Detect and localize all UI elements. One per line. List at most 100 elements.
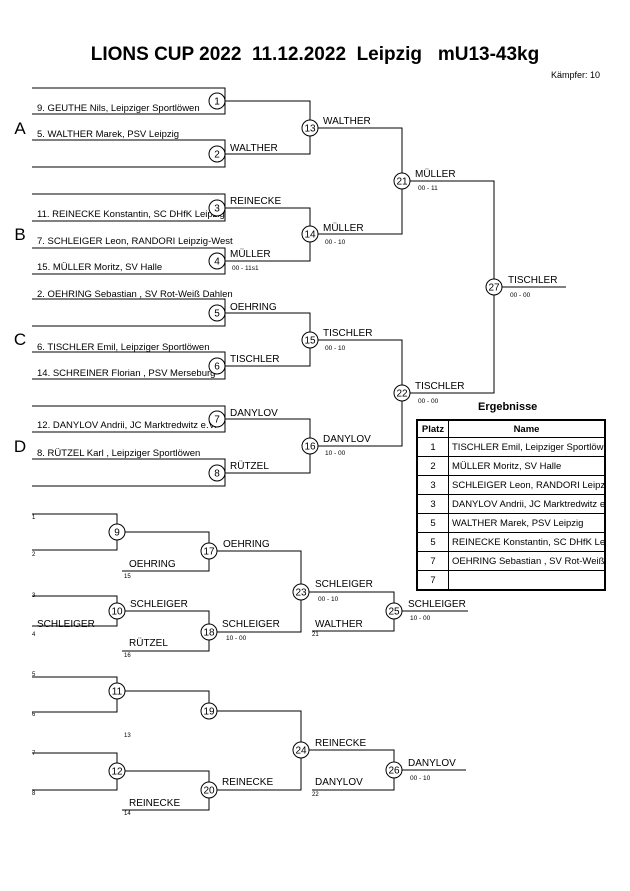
winner-name: OEHRING <box>230 302 277 313</box>
match-number: 19 <box>203 707 215 718</box>
bracket-line <box>209 710 302 750</box>
winner-score: 00 - 10 <box>325 239 346 246</box>
match-circle <box>108 523 126 541</box>
result-name: WALTHER Marek, PSV Leipzig <box>448 513 606 533</box>
result-name <box>448 570 606 591</box>
result-name: SCHLEIGER Leon, RANDORI Leipzig-West <box>448 475 606 495</box>
slot-number: 8 <box>32 791 36 797</box>
bracket-line <box>32 405 226 419</box>
bracket-line <box>32 101 226 115</box>
competitor-entry: 15. MÜLLER Moritz, SV Halle <box>37 262 162 273</box>
result-place: 5 <box>416 532 449 552</box>
match-number: 18 <box>203 628 215 639</box>
repechage-name: REINECKE <box>129 798 180 809</box>
competitor-entry: 7. SCHLEIGER Leon, RANDORI Leipzig-West <box>37 236 233 247</box>
repechage-name: REINECKE <box>222 777 273 788</box>
result-name: OEHRING Sebastian , SV Rot-Weiß Dahlen <box>448 551 606 571</box>
pool-label: C <box>14 330 26 349</box>
bracket-line <box>32 139 226 154</box>
repechage-name: OEHRING <box>223 539 270 550</box>
repechage-ref: 21 <box>312 632 319 638</box>
match-circle <box>301 119 319 137</box>
match-number: 8 <box>214 469 220 480</box>
bracket-line <box>32 351 226 366</box>
bracket-line <box>301 749 395 770</box>
bracket-line <box>32 691 118 713</box>
winner-score: 00 - 11 <box>418 185 438 192</box>
match-circle <box>208 304 226 322</box>
winner-name: TISCHLER <box>415 381 464 392</box>
bracket-line <box>402 287 495 394</box>
match-number: 24 <box>295 746 307 757</box>
winner-score: 00 - 00 <box>510 292 531 299</box>
competitor-entry: 9. GEUTHE Nils, Leipziger Sportlöwen <box>37 103 200 114</box>
results-header-name: Name <box>448 419 606 438</box>
fighter-count: Kämpfer: 10 <box>550 70 600 80</box>
winner-name: RÜTZEL <box>230 460 269 472</box>
result-name: TISCHLER Emil, Leipziger Sportlöwen <box>448 437 606 457</box>
slot-number: 5 <box>32 672 36 678</box>
competitor-entry: 8. RÜTZEL Karl , Leipziger Sportlöwen <box>37 448 200 459</box>
bracket-line <box>225 418 311 446</box>
bracket-line <box>32 473 226 487</box>
repechage-ref: 14 <box>124 811 131 817</box>
winner-name: WALTHER <box>230 143 278 154</box>
bracket-line <box>209 550 302 592</box>
match-number: 16 <box>304 442 316 453</box>
bracket-line <box>32 208 226 222</box>
match-number: 4 <box>214 257 220 268</box>
winner-score: 00 - 10 <box>325 345 346 352</box>
slot-number: 3 <box>32 593 36 599</box>
match-number: 7 <box>214 415 220 426</box>
match-number: 14 <box>304 230 316 241</box>
winner-name: TISCHLER <box>323 328 372 339</box>
pool-label: D <box>14 437 26 456</box>
match-circle <box>208 410 226 428</box>
bracket-line <box>32 532 118 551</box>
repechage-name: SCHLEIGER <box>408 599 466 610</box>
bracket-line <box>117 531 210 551</box>
repechage-name: WALTHER <box>315 619 363 630</box>
match-circle <box>301 331 319 349</box>
bracket-line <box>402 180 495 287</box>
repechage-ref: 15 <box>124 574 131 580</box>
match-circle <box>200 702 218 720</box>
match-circle <box>208 92 226 110</box>
match-number: 20 <box>203 786 215 797</box>
repechage-ref: 22 <box>312 792 319 798</box>
repechage-name: SCHLEIGER <box>130 599 188 610</box>
bracket-line <box>32 458 226 473</box>
bracket-line <box>32 676 118 691</box>
winner-name: MÜLLER <box>415 168 456 180</box>
match-number: 6 <box>214 362 220 373</box>
match-number: 22 <box>396 389 408 400</box>
match-circle <box>200 781 218 799</box>
competitor-entry: 6. TISCHLER Emil, Leipziger Sportlöwen <box>37 342 209 353</box>
match-number: 11 <box>112 687 123 698</box>
result-place: 3 <box>416 475 449 495</box>
result-place: 1 <box>416 437 449 457</box>
repechage-name: RÜTZEL <box>129 637 168 649</box>
page-title: LIONS CUP 2022 11.12.2022 Leipzig mU13-4… <box>90 44 540 65</box>
result-place: 7 <box>416 570 449 591</box>
winner-name: WALTHER <box>323 116 371 127</box>
match-number: 3 <box>214 204 220 215</box>
match-circle <box>200 623 218 641</box>
bracket-line <box>225 100 311 128</box>
repechage-score: 00 - 10 <box>318 596 339 603</box>
bracket-line <box>310 181 403 235</box>
match-number: 21 <box>396 177 408 188</box>
competitor-entry: 14. SCHREINER Florian , PSV Merseburg <box>37 368 215 379</box>
match-number: 23 <box>295 588 307 599</box>
repechage-ref: 13 <box>124 733 131 739</box>
match-circle <box>108 602 126 620</box>
bracket-line <box>32 513 118 532</box>
result-place: 3 <box>416 494 449 514</box>
winner-name: DANYLOV <box>323 434 371 445</box>
match-number: 25 <box>388 607 400 618</box>
